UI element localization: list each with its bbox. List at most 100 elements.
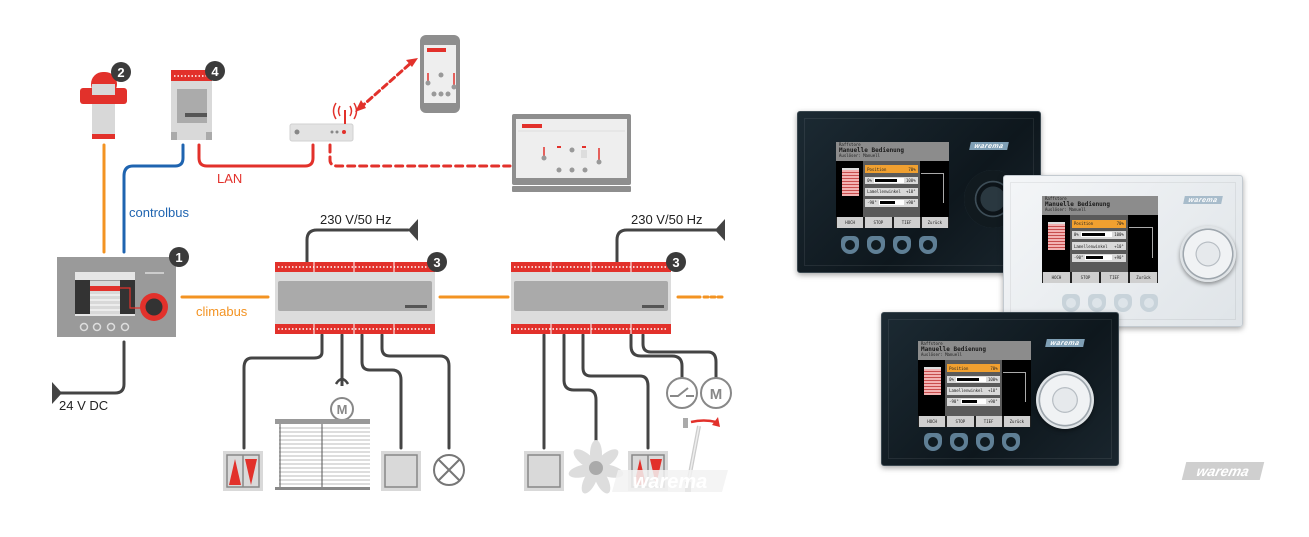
softkey-labels: HOCH STOP TIEF Zurück [836, 216, 949, 228]
row-position-slider[interactable]: 0%100% [865, 176, 918, 185]
badge-web-server [205, 61, 225, 81]
screen-trigger: Auslöser: Manuell [921, 352, 962, 358]
label-climabus: climabus [196, 304, 248, 319]
hardware-button-1[interactable] [1062, 294, 1080, 312]
screen-subtitle: Raffstore [921, 341, 943, 346]
window-contact-icon [666, 377, 698, 409]
brand-watermark: warema [1181, 462, 1265, 480]
diagram-watermark-text: warema [633, 471, 708, 493]
softkey-up: HOCH [837, 216, 864, 228]
hardware-button-4[interactable] [1002, 433, 1020, 451]
hardware-button-2[interactable] [950, 433, 968, 451]
hardware-button-4[interactable] [919, 236, 937, 254]
screen-connector-line [920, 172, 945, 204]
screen-controls: Position 70% 0%100% Lamellenwinkel+10° -9… [863, 160, 920, 217]
row-label: Lamellenwinkel [1073, 243, 1108, 249]
row-value: +10° [905, 189, 916, 195]
hardware-button-4[interactable] [1140, 294, 1158, 312]
badge-weather-station-label: 2 [117, 65, 124, 80]
row-slat-angle[interactable]: Lamellenwinkel +10° [1071, 242, 1126, 251]
row-label: Lamellenwinkel [949, 388, 983, 394]
navigation-wheel[interactable] [1036, 371, 1094, 429]
badge-actuator-1 [427, 252, 447, 272]
output-wire-lamp [380, 333, 451, 450]
router-icon [289, 102, 358, 142]
output-wire-fan [562, 333, 598, 442]
badge-actuator-2 [666, 252, 686, 272]
softkey-up: HOCH [919, 415, 946, 427]
hardware-button-1[interactable] [841, 236, 859, 254]
lan-wire [197, 143, 315, 168]
screen-subtitle: Raffstore [1045, 196, 1067, 201]
screen-title: Manuelle Bedienung [1045, 200, 1111, 208]
hardware-button-3[interactable] [893, 236, 911, 254]
web-server-icon [171, 70, 212, 140]
control-unit-icon [57, 257, 176, 337]
angle-bar [960, 399, 986, 405]
row-label: 0% [949, 376, 954, 382]
output-wire-blind-switch [242, 333, 324, 450]
row-value: +10° [1114, 243, 1124, 249]
row-slat-angle[interactable]: Lamellenwinkel+10° [947, 386, 1000, 395]
row-label: Position [1073, 221, 1094, 227]
venetian-blind-icon: M [275, 372, 370, 490]
power-230v-terminal-icon-1 [408, 219, 418, 241]
hardware-button-1[interactable] [924, 433, 942, 451]
screen-title: Manuelle Bedienung [839, 146, 905, 154]
panel-frame [888, 319, 1112, 459]
hardware-button-2[interactable] [1088, 294, 1106, 312]
window-motor-label: M [710, 386, 723, 403]
label-controlbus: controlbus [129, 205, 189, 220]
output-wire-valve-motor [641, 333, 718, 380]
row-label: -90° [949, 399, 959, 405]
hardware-button-3[interactable] [1114, 294, 1132, 312]
row-slat-slider[interactable]: -90°+90° [865, 198, 918, 207]
row-slat-angle[interactable]: Lamellenwinkel+10° [865, 187, 918, 196]
screen-connector-line [1002, 371, 1027, 403]
badge-control-unit [169, 247, 189, 267]
badge-weather-station [111, 62, 131, 82]
softkey-stop: STOP [1072, 271, 1099, 283]
label-24v-dc: 24 V DC [59, 398, 108, 413]
hardware-buttons [1062, 294, 1158, 312]
row-value: +90° [905, 200, 916, 206]
power-230v-terminal-icon-2 [715, 219, 725, 241]
brand-logo: warema [969, 142, 1009, 150]
badge-web-server-label: 4 [211, 64, 219, 79]
actuator-module-2-icon [511, 262, 671, 334]
hardware-button-3[interactable] [976, 433, 994, 451]
position-bar [873, 177, 904, 183]
row-value: 70% [908, 166, 916, 172]
row-position-slider[interactable]: 0%100% [947, 375, 1000, 384]
navigation-wheel[interactable] [1180, 226, 1236, 282]
blind-switch-icon [223, 451, 263, 491]
weather-station-icon [80, 72, 127, 139]
power-230v-wire-2 [615, 228, 720, 264]
push-button-2-icon [524, 451, 564, 491]
angle-bar [878, 200, 904, 206]
badge-control-unit-label: 1 [175, 250, 182, 265]
row-slat-slider[interactable]: -90°+90° [1071, 253, 1126, 262]
row-label: Position [867, 166, 887, 172]
softkey-back: Zurück [1003, 415, 1030, 427]
row-label: -90° [1073, 255, 1084, 261]
screen-title: Manuelle Bedienung [921, 345, 987, 353]
screen-connector-line [1129, 227, 1154, 258]
screen-trigger: Auslöser: Manuell [1045, 207, 1086, 213]
row-position[interactable]: Position 70% [865, 165, 918, 174]
row-slat-slider[interactable]: -90°+90° [947, 397, 1000, 406]
control-panel-dark-top: Raffstore Manuelle Bedienung Auslöser: M… [797, 111, 1041, 273]
screen-subtitle: Raffstore [839, 142, 861, 147]
diagram-watermark: warema [612, 470, 728, 493]
wires [54, 60, 724, 450]
output-wire-contact [629, 333, 684, 380]
blind-icon [923, 366, 941, 395]
badge-actuator-1-label: 3 [433, 255, 440, 270]
output-wire-switch [360, 333, 403, 450]
hardware-button-2[interactable] [867, 236, 885, 254]
row-position-slider[interactable]: 0%100% [1071, 230, 1126, 239]
